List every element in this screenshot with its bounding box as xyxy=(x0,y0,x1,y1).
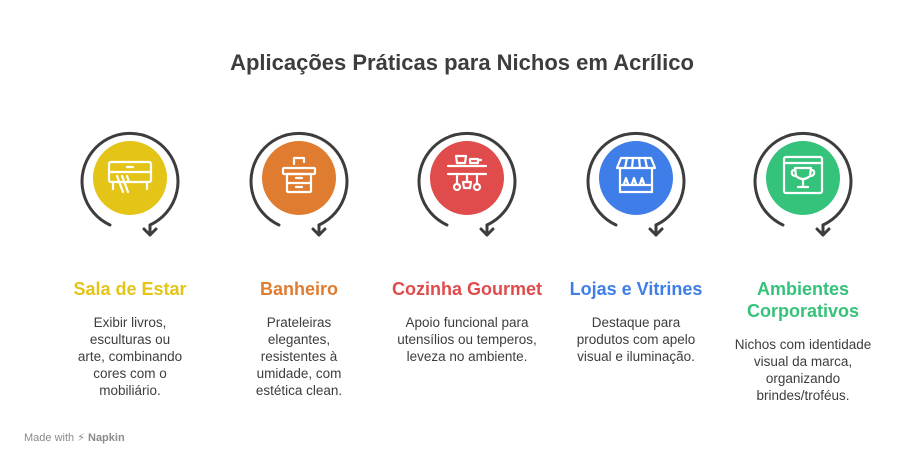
item-heading: Banheiro xyxy=(259,279,338,299)
item-heading: Sala de Estar xyxy=(73,279,187,299)
icon-ring xyxy=(581,118,691,243)
item-cozinha-gourmet: Cozinha Gourmet Apoio funcional para ute… xyxy=(382,118,552,365)
item-circle xyxy=(599,141,673,215)
item-description: Destaque para produtos com apelo visual … xyxy=(576,315,696,364)
icon-ring xyxy=(412,118,522,243)
footer-prefix: Made with xyxy=(24,432,75,444)
napkin-logo-icon: ⚡ xyxy=(77,432,85,444)
bathroom-sink-icon xyxy=(281,156,317,194)
item-lojas-e-vitrines: Lojas e Vitrines Destaque para produtos … xyxy=(551,118,721,365)
icon-ring xyxy=(75,118,185,243)
item-heading: Cozinha Gourmet xyxy=(391,279,542,299)
page-title: Aplicações Práticas para Nichos em Acríl… xyxy=(230,50,694,75)
item-ambientes-corporativos: Ambientes Corporativos Nichos com identi… xyxy=(718,118,888,404)
item-heading: Lojas e Vitrines xyxy=(569,279,703,299)
icon-ring xyxy=(748,118,858,243)
item-sala-de-estar: Sala de Estar Exibir livros, esculturas … xyxy=(45,118,215,399)
item-description: Prateleiras elegantes, resistentes à umi… xyxy=(255,315,343,398)
trophy-icon xyxy=(782,155,824,195)
footer-credit: Made with ⚡ Napkin xyxy=(24,431,125,444)
sofa-cabinet-icon xyxy=(107,160,153,194)
item-description: Apoio funcional para utensílios ou tempe… xyxy=(397,315,537,364)
item-description: Nichos com identidade visual da marca, o… xyxy=(734,337,872,403)
item-circle xyxy=(93,141,167,215)
icon-ring xyxy=(244,118,354,243)
storefront-icon xyxy=(615,156,657,194)
item-banheiro: Banheiro Prateleiras elegantes, resisten… xyxy=(214,118,384,399)
footer-brand: Napkin xyxy=(88,432,125,444)
item-heading: Ambientes Corporativos xyxy=(746,279,860,321)
item-description: Exibir livros, esculturas ou arte, combi… xyxy=(77,315,183,398)
kitchen-utensils-icon xyxy=(446,154,488,192)
